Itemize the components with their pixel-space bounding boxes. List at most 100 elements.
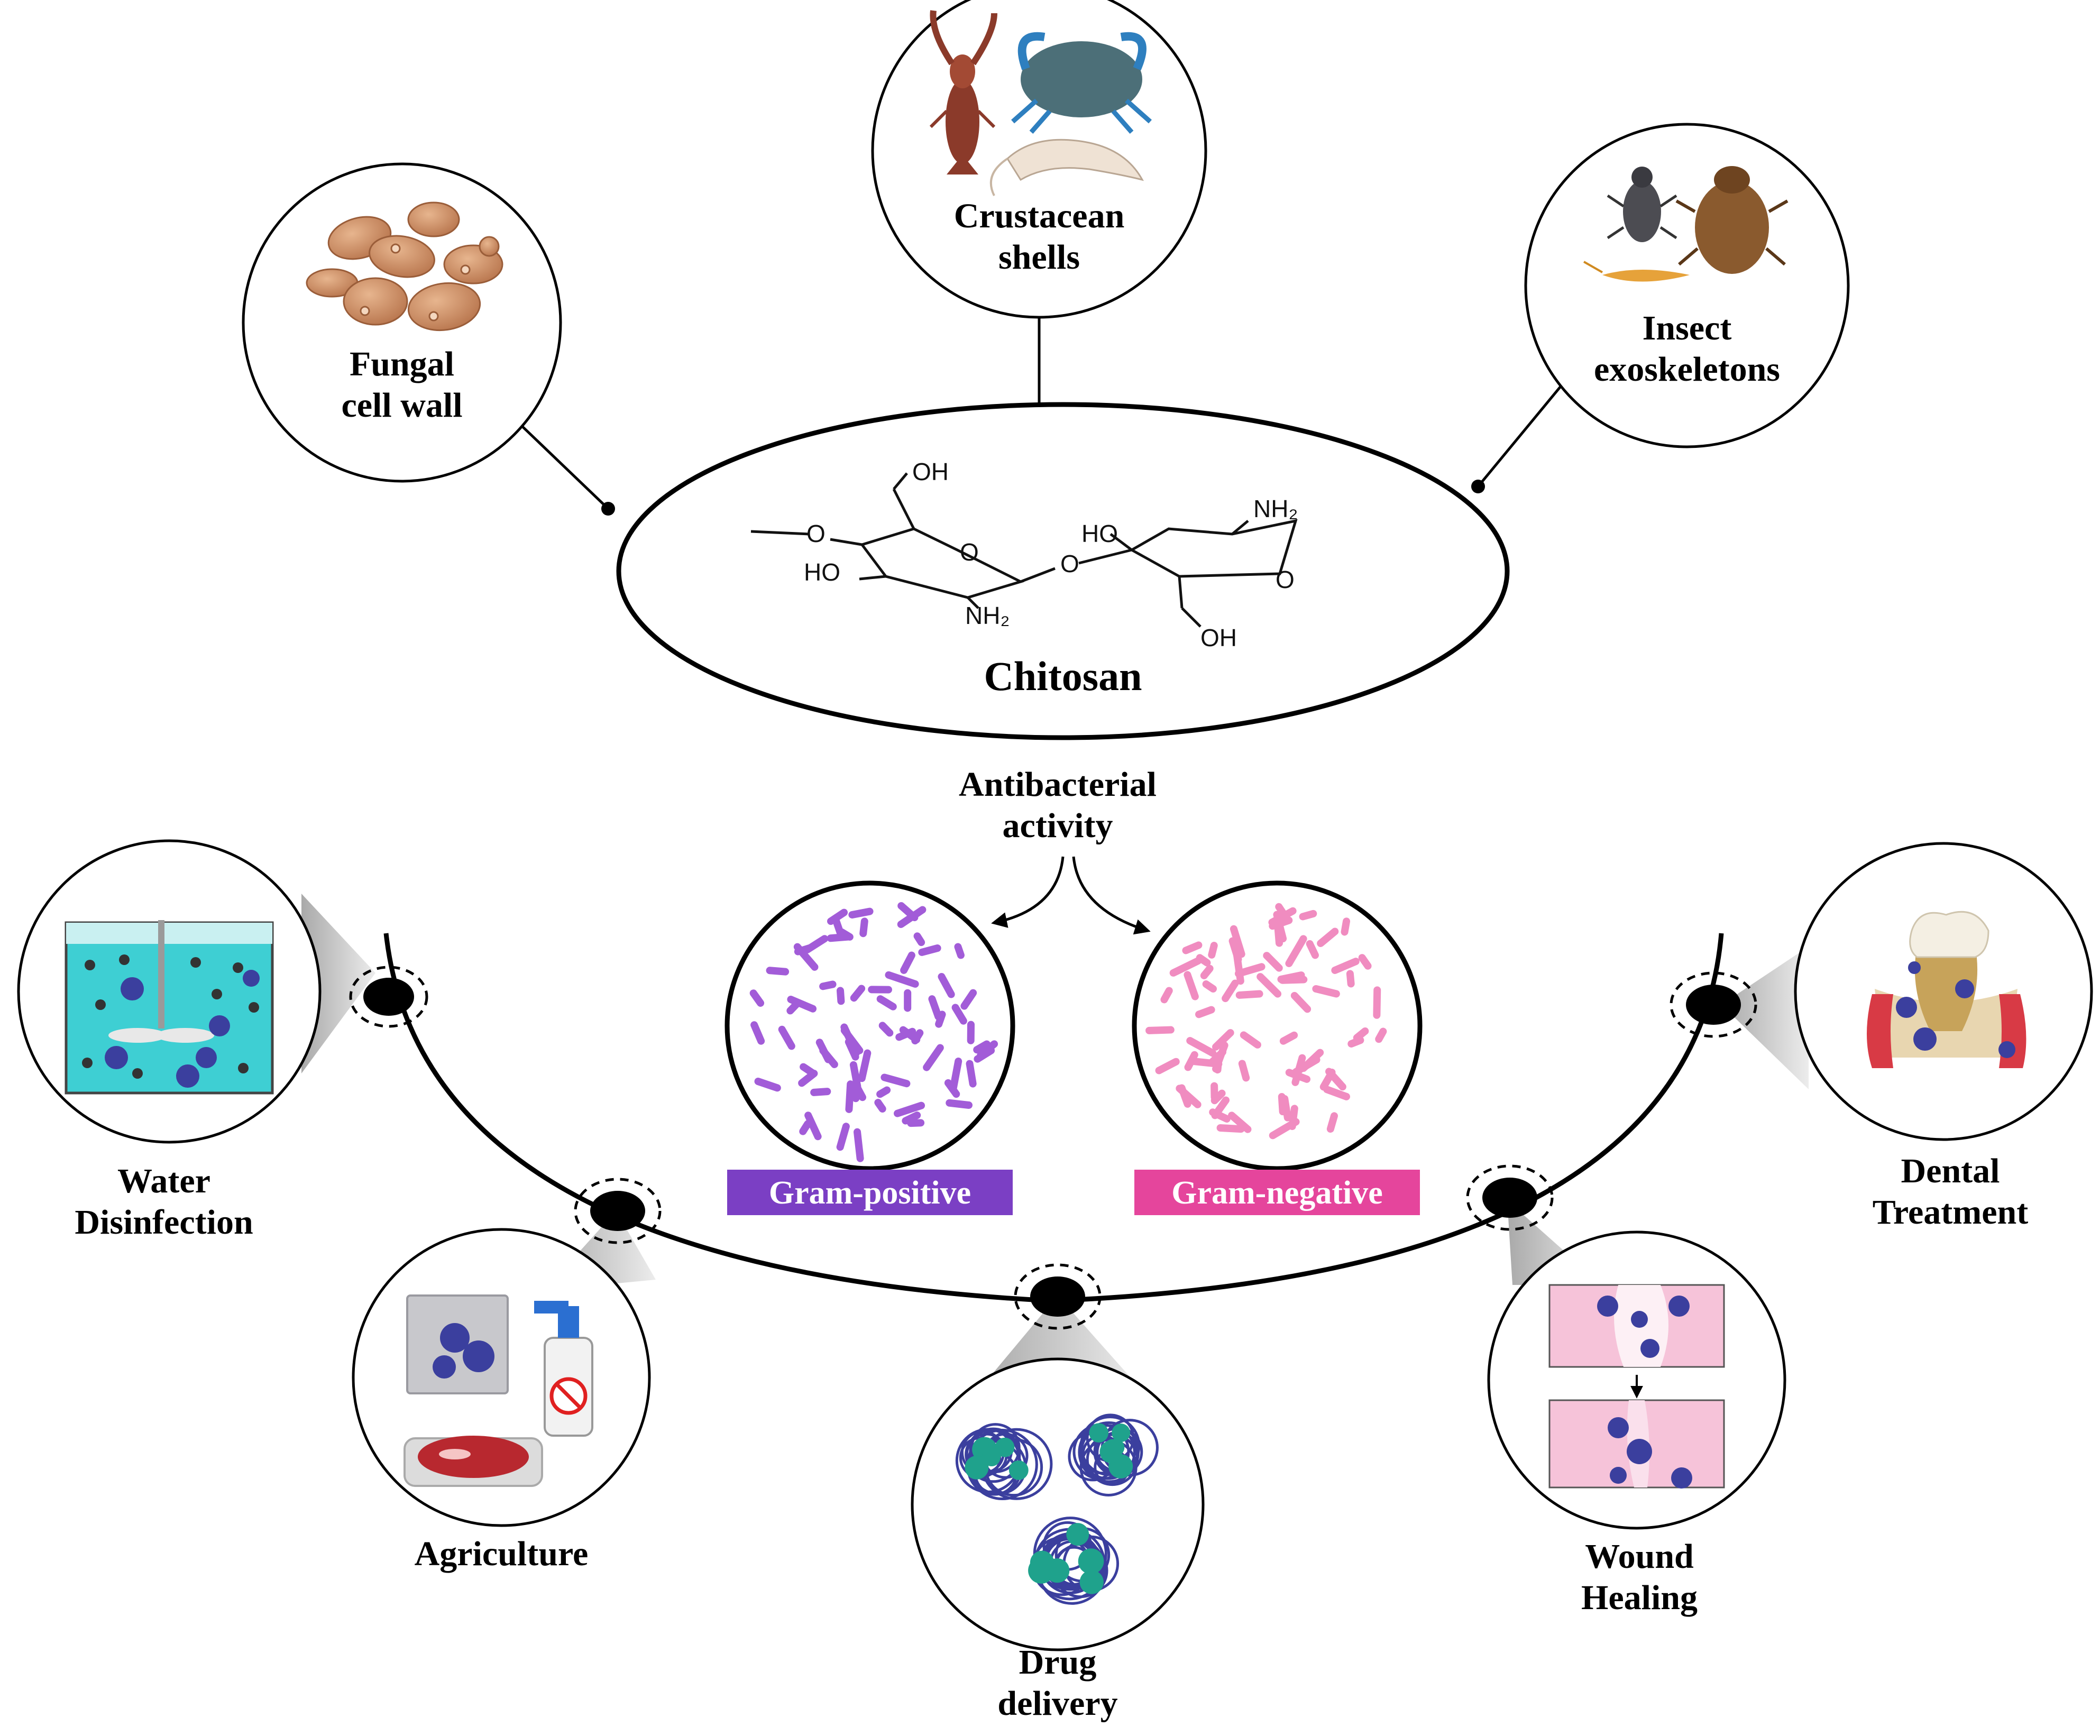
bacterium (1341, 917, 1351, 936)
bacterium (778, 1025, 795, 1050)
oh-bottom-label: OH (1200, 624, 1237, 651)
insect-source: Insect exoskeletons (1524, 123, 1850, 448)
bacterium (897, 902, 919, 922)
o-link-label: O (1060, 550, 1079, 577)
gram-positive-bacteria-icon (749, 902, 998, 1162)
bacterium (1202, 980, 1217, 993)
bacterium (1277, 971, 1305, 983)
wound-healing: Wound Healing (1487, 1230, 1786, 1617)
bacterium (804, 1112, 822, 1141)
bacterium (894, 1101, 925, 1117)
bacterium (754, 1078, 781, 1092)
bacterium (951, 1004, 967, 1025)
bacterium (836, 987, 845, 1005)
polymer-strand (1078, 1421, 1140, 1483)
bacterium (1323, 1086, 1350, 1100)
bacterium (902, 1112, 921, 1125)
bacterium (836, 1123, 850, 1151)
dental-label-line1: Dental (1901, 1152, 2000, 1190)
bacterium (1263, 952, 1283, 972)
ho-left-label: HO (804, 558, 840, 586)
bacterium (1228, 937, 1242, 963)
bacterium (1184, 1051, 1198, 1071)
node-water (349, 966, 428, 1028)
node-agriculture (574, 1178, 662, 1244)
bacterium (749, 989, 765, 1007)
bacterium (1292, 1056, 1320, 1076)
bacterium (895, 1027, 916, 1041)
bacterium (918, 944, 941, 956)
silverfish-icon (1583, 261, 1690, 282)
spray-bottle-icon (534, 1301, 593, 1437)
bacterium (1184, 971, 1199, 1000)
nh2-top-label: NH₂ (1253, 495, 1298, 522)
bacterium (819, 980, 837, 990)
bacterium (845, 1080, 855, 1113)
wound-label-line2: Healing (1581, 1578, 1698, 1617)
gram-positive-badge (727, 1170, 1013, 1215)
drug-label-line1: Drug (1019, 1643, 1097, 1682)
node-dental (1670, 971, 1757, 1038)
bacterium (1176, 1085, 1202, 1108)
node-wound (1466, 1164, 1554, 1231)
antibacterial-section: Antibacterial activity Gram-positive Gra… (725, 765, 1423, 1215)
bacterium (1269, 1118, 1300, 1140)
gram-negative-badge (1134, 1170, 1420, 1215)
bacterium (848, 907, 874, 918)
drug-core (1089, 1423, 1109, 1443)
bacterium (827, 908, 848, 925)
lobster-icon (929, 10, 997, 174)
bacterium (1211, 1096, 1230, 1119)
node-drug (1014, 1263, 1102, 1330)
drug-delivery: Drug delivery (911, 1357, 1205, 1723)
gram-negative-label: Gram-negative (1171, 1175, 1382, 1211)
bacterium (1216, 1124, 1245, 1133)
bacterium (923, 1044, 944, 1071)
nanoparticle-icon (955, 1413, 1159, 1605)
bacterium (967, 1021, 975, 1044)
bacterium (876, 995, 897, 1011)
bacterium (904, 989, 912, 1012)
drug-core (965, 1455, 989, 1480)
drug-core (1078, 1548, 1104, 1574)
bacterium (1290, 991, 1312, 1013)
dental-cone (1721, 947, 1809, 1089)
bacterium (1278, 1093, 1287, 1116)
bacterium (1353, 1027, 1369, 1042)
bacterium (1240, 1031, 1261, 1049)
bacterium (1285, 935, 1307, 968)
bacterium (1169, 957, 1202, 977)
drug-core (1079, 1570, 1104, 1594)
bacterium (885, 971, 919, 988)
bacterium (810, 1088, 831, 1096)
wound-label-line1: Wound (1585, 1537, 1693, 1576)
chitosan-center: OH O HO O NH₂ O HO NH₂ O OH Chitosan (616, 402, 1510, 740)
arrow-to-gram-positive (991, 856, 1065, 928)
beetle-brown-icon (1675, 166, 1789, 274)
water-tank-icon (65, 920, 274, 1095)
bacterium (787, 996, 817, 1013)
drug-core (1066, 1523, 1089, 1546)
water-cone (301, 894, 375, 1073)
fungal-connector (507, 411, 609, 510)
fungal-label-line2: cell wall (341, 386, 462, 425)
bacterium (800, 1063, 817, 1078)
insect-label-line1: Insect (1643, 309, 1732, 347)
antibacterial-label-line1: Antibacterial (959, 765, 1157, 804)
bacterium (960, 989, 977, 1010)
gram-negative-bacteria-icon (1145, 903, 1387, 1140)
bacterium (859, 917, 868, 938)
oh-top-label: OH (912, 458, 949, 485)
bacterium (1375, 1027, 1387, 1043)
bacterium (868, 986, 892, 994)
bacterium (1186, 1037, 1217, 1057)
crustacean-source: Crustacean shells (871, 0, 1207, 319)
bacterium (750, 1021, 765, 1045)
water-label-line2: Disinfection (75, 1203, 253, 1242)
o-ring2-label: O (1276, 566, 1295, 593)
bacterium (954, 943, 965, 959)
drug-core (1045, 1558, 1070, 1583)
fungal-source: Fungal cell wall (242, 162, 562, 483)
chitosan-structure (750, 472, 1298, 628)
